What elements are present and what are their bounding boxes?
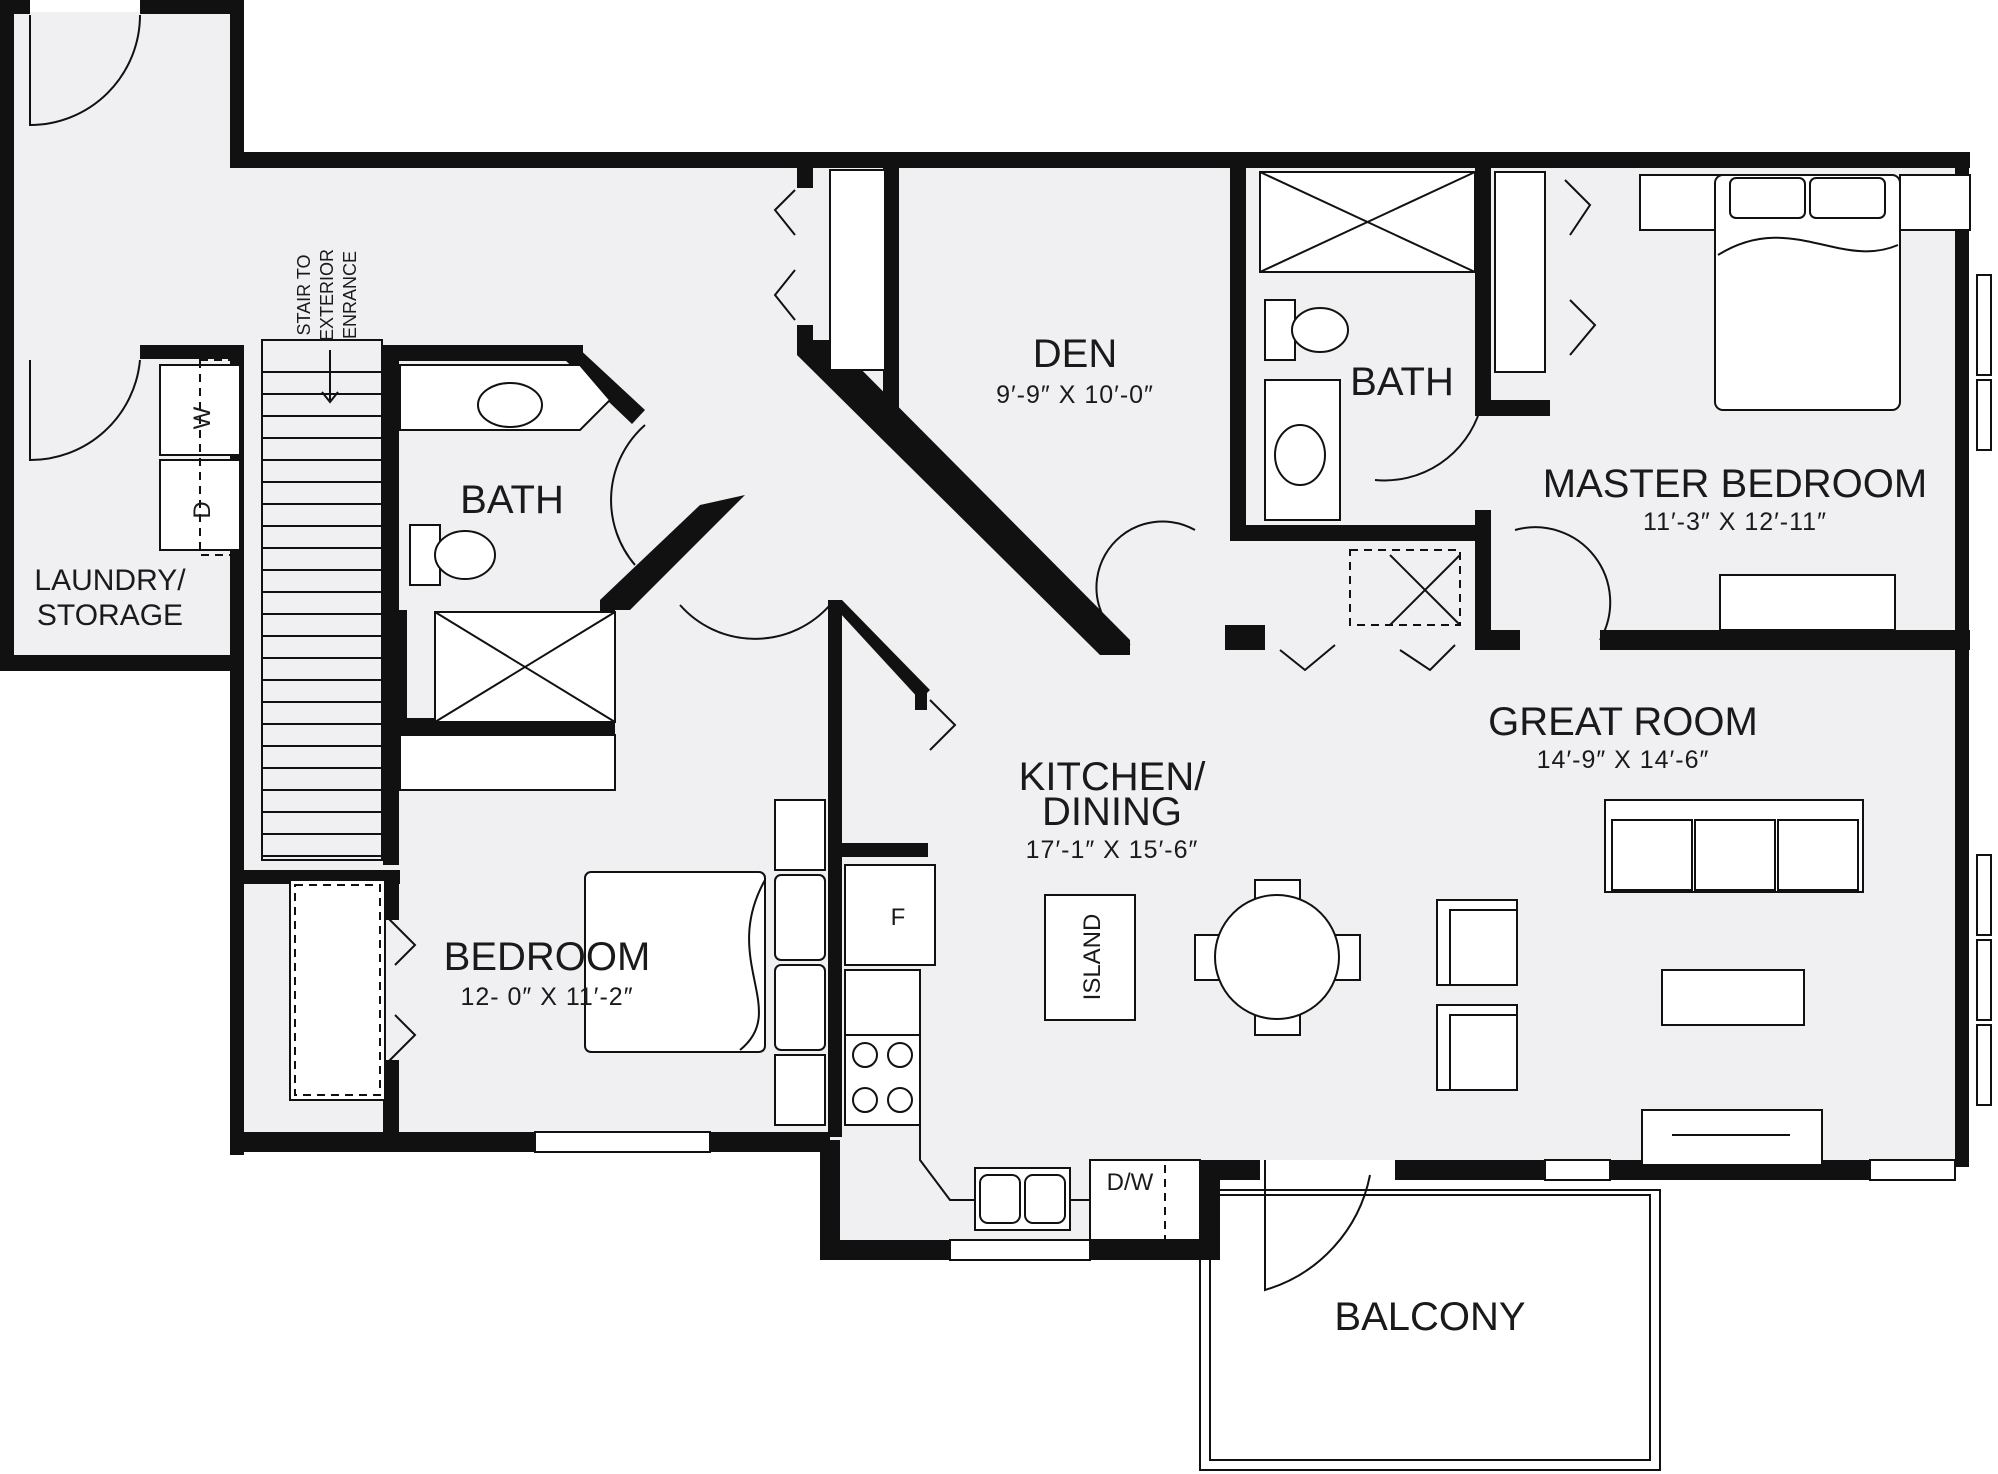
master-bedroom-name: MASTER BEDROOM [1543, 462, 1927, 506]
stair-note-line3: ENRANCE [340, 251, 360, 339]
laundry-name-line1: LAUNDRY/ [34, 564, 186, 597]
stair-note-line2: EXTERIOR [317, 249, 337, 341]
master-bath-name: BATH [1350, 360, 1454, 404]
room-labels: DEN 9′-9″ X 10′-0″ BATH MASTER BEDROOM 1… [34, 332, 1927, 1339]
balcony-outline [1199, 1189, 1661, 1471]
den-closet [773, 169, 886, 371]
great-room-name: GREAT ROOM [1488, 700, 1758, 744]
stair-note-line1: STAIR TO [294, 254, 314, 335]
dining-table [1194, 879, 1361, 1036]
doors [29, 14, 1612, 1292]
living-furniture [1436, 799, 1864, 1166]
dryer-label: D [189, 501, 216, 518]
balcony-name: BALCONY [1334, 1295, 1525, 1339]
stairs [261, 339, 383, 861]
bedroom-dims: 12- 0″ X 11′-2″ [460, 983, 633, 1011]
dishwasher-label: D/W [1107, 1169, 1154, 1196]
master-bed [1639, 174, 1971, 631]
master-bedroom-dims: 11′-3″ X 12′-11″ [1643, 508, 1827, 536]
kitchen-dims: 17′-1″ X 15′-6″ [1026, 836, 1199, 864]
bedroom-furniture [289, 799, 826, 1126]
fridge-label: F [891, 904, 906, 931]
main-bath-fixtures [399, 364, 616, 791]
kitchen-name-line2: DINING [1042, 790, 1182, 834]
stair-note: STAIR TO EXTERIOR ENRANCE [294, 249, 360, 341]
balcony-rail [1209, 1194, 1651, 1461]
den-name: DEN [1033, 332, 1117, 376]
laundry-machines [159, 359, 241, 556]
windows [534, 274, 1992, 1261]
kitchen-fixtures [844, 699, 1201, 1241]
great-room-dims: 14′-9″ X 14′-6″ [1537, 746, 1710, 774]
bedroom-name: BEDROOM [444, 935, 651, 979]
fixture-labels: W D F ISLAND D/W [189, 406, 1154, 1196]
kitchen-name-line1: KITCHEN/ [1019, 755, 1207, 799]
master-bath-fixtures [1259, 171, 1597, 626]
island-label: ISLAND [1079, 914, 1106, 1001]
washer-label: W [189, 406, 216, 429]
main-bath-name: BATH [460, 478, 564, 522]
laundry-name-line2: STORAGE [37, 599, 183, 632]
den-dims: 9′-9″ X 10′-0″ [996, 381, 1154, 409]
